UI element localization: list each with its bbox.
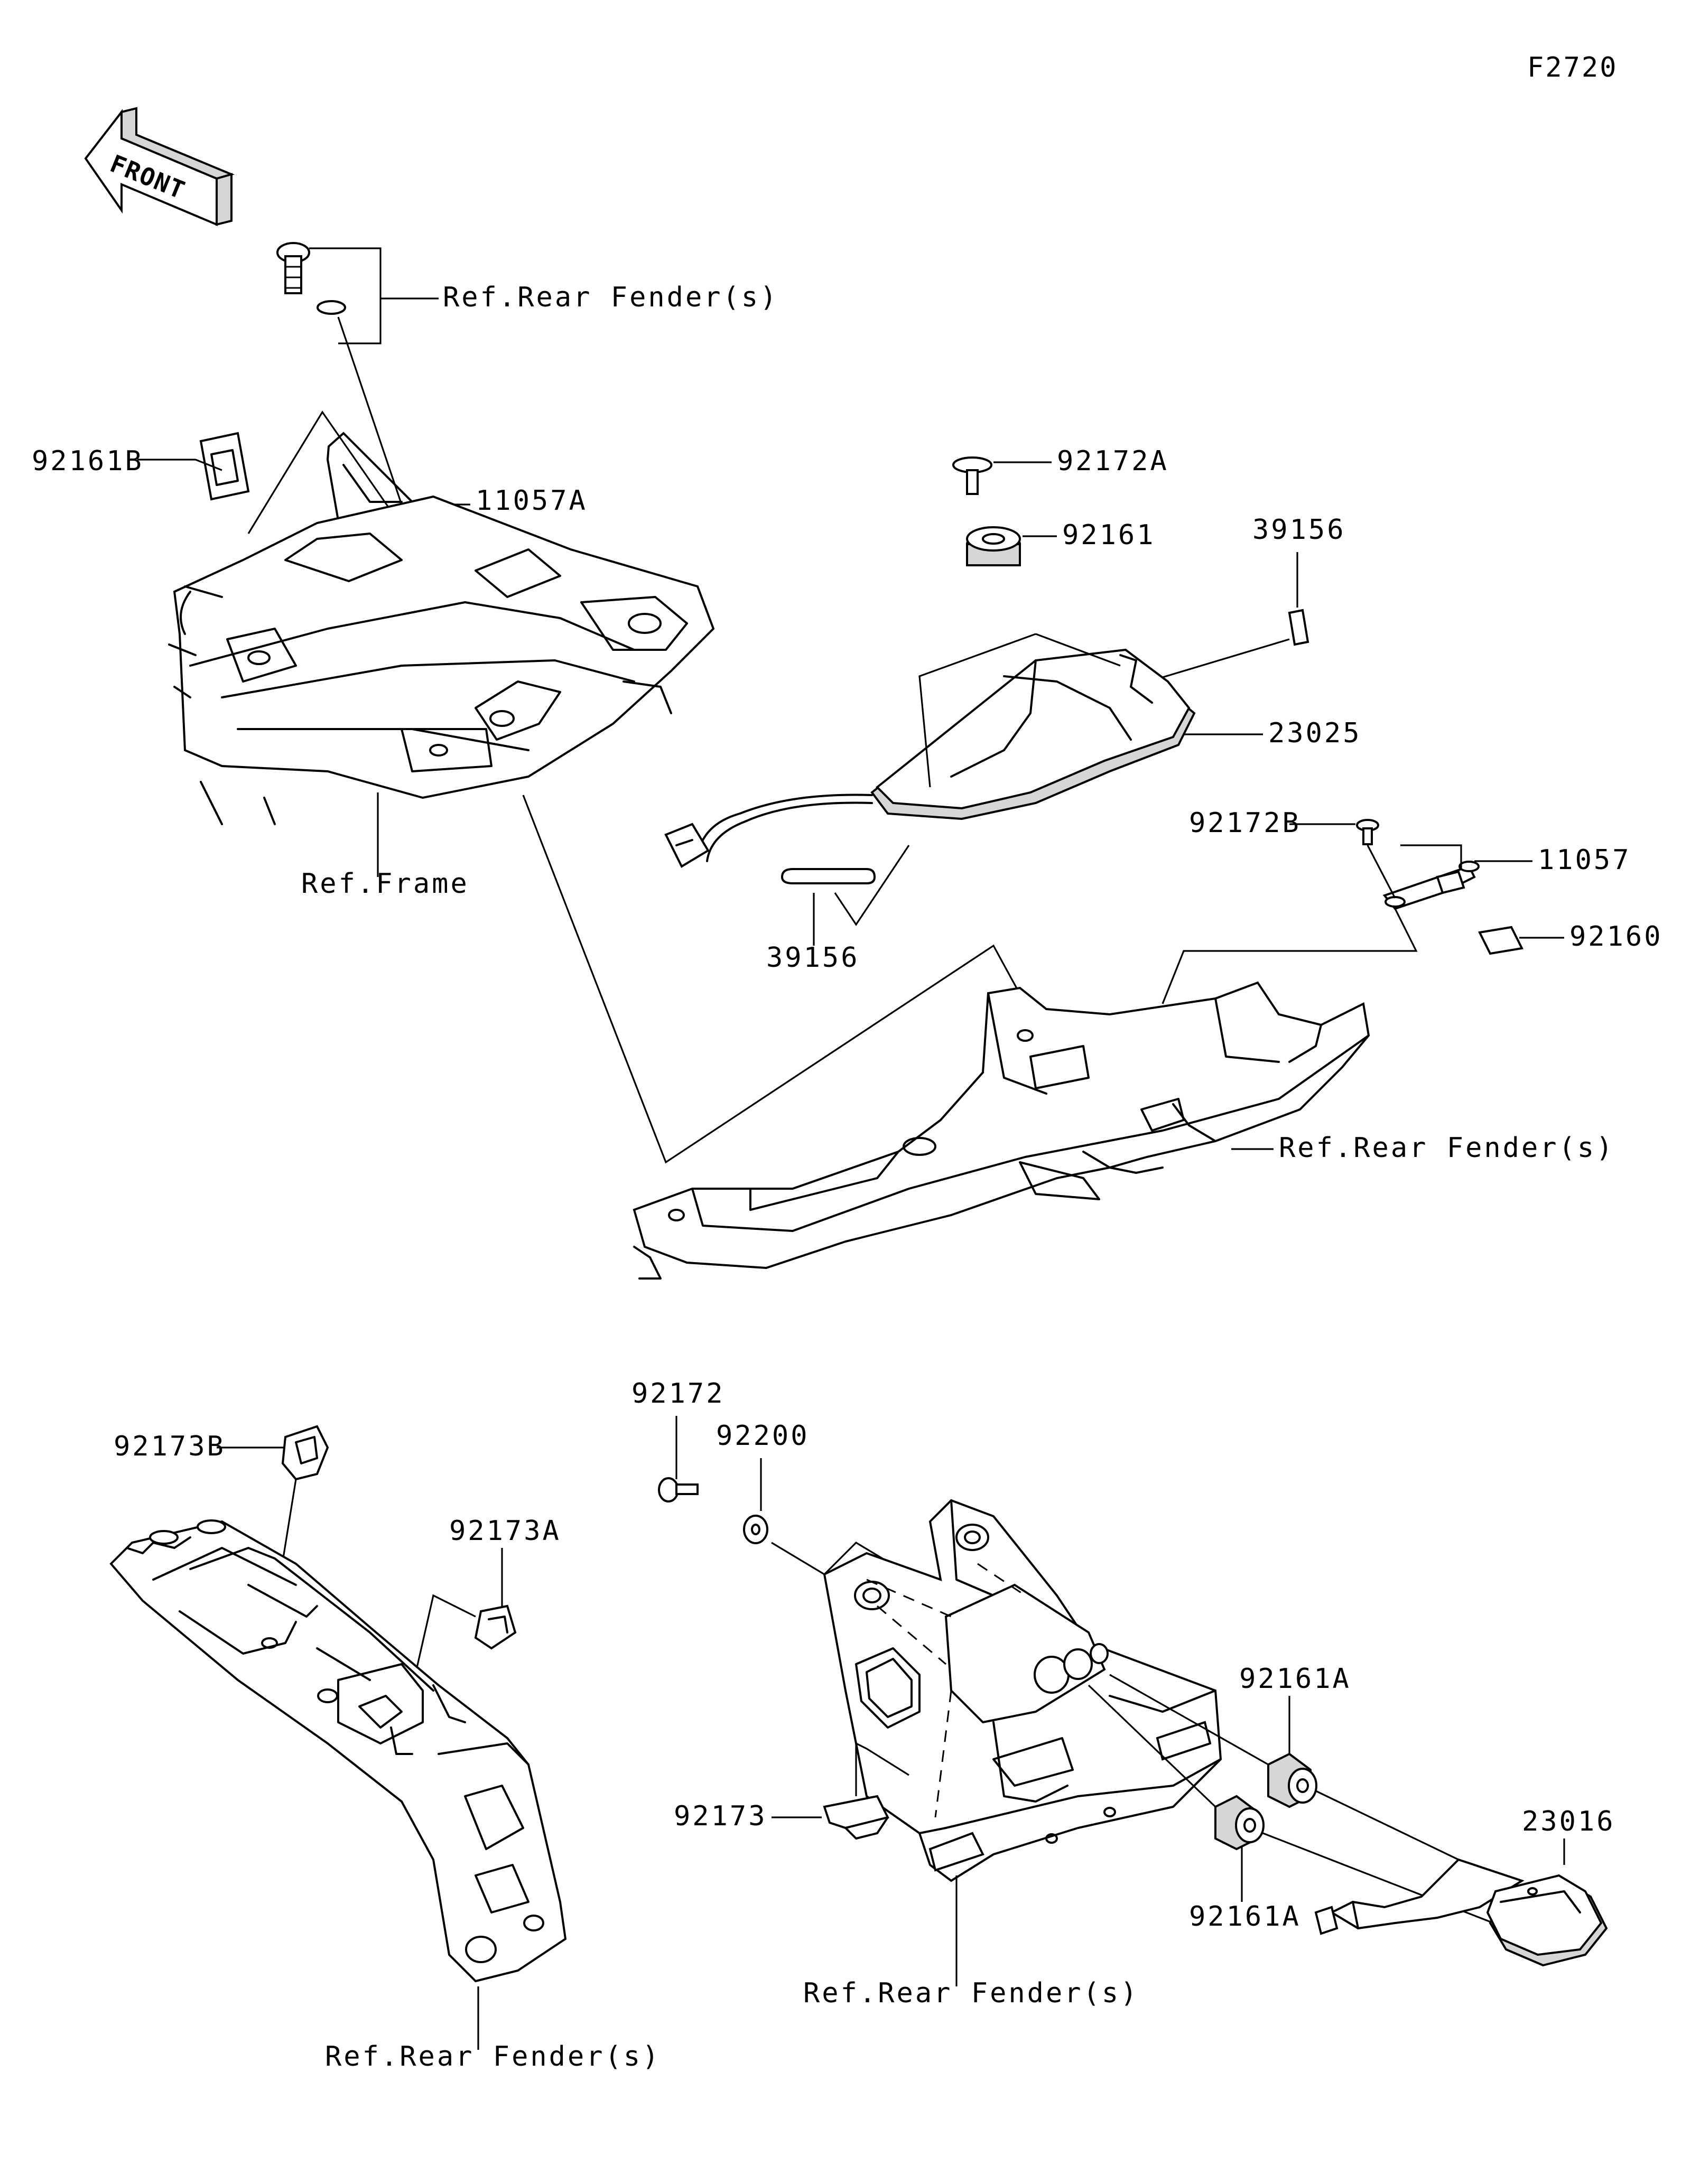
label-92172: 92172 — [631, 1378, 725, 1410]
clip-92173-icon — [823, 1795, 889, 1840]
label-ref-rear-fender-1: Ref.Rear Fender(s) — [443, 282, 779, 313]
grommet-92161-icon — [966, 526, 1021, 566]
label-39156-top: 39156 — [1252, 514, 1346, 546]
harness-23025-icon — [664, 648, 1196, 868]
washer-icon — [317, 300, 346, 315]
label-92173: 92173 — [674, 1800, 767, 1832]
grommet-92161B-icon — [199, 432, 250, 501]
rear-fender-left-icon — [109, 1519, 567, 1983]
label-92160: 92160 — [1569, 921, 1663, 953]
label-92161B: 92161B — [32, 445, 144, 477]
label-92200: 92200 — [716, 1420, 810, 1452]
label-92172A: 92172A — [1057, 445, 1169, 477]
label-11057: 11057 — [1538, 844, 1631, 876]
label-ref-rear-fender-2: Ref.Rear Fender(s) — [1279, 1132, 1615, 1164]
pad-92160-icon — [1478, 926, 1523, 955]
label-ref-rear-fender-4: Ref.Rear Fender(s) — [803, 1977, 1139, 2009]
license-lamp-23016-icon — [1314, 1858, 1608, 1967]
grommet-92161A-bottom-icon — [1214, 1795, 1265, 1851]
frame-icon — [168, 495, 715, 825]
bracket-11057-icon — [1382, 861, 1480, 910]
label-39156-bottom: 39156 — [766, 942, 860, 974]
label-92173B: 92173B — [114, 1431, 226, 1462]
screw-92172B-icon — [1356, 819, 1379, 845]
washer-92200-icon — [743, 1515, 768, 1544]
label-ref-rear-fender-3: Ref.Rear Fender(s) — [325, 2041, 661, 2073]
label-92161: 92161 — [1062, 519, 1156, 551]
label-92161A-top: 92161A — [1239, 1663, 1351, 1695]
clip-92173B-icon — [281, 1425, 329, 1481]
rear-fender-upper-icon — [633, 981, 1370, 1280]
figure-id: F2720 — [1527, 52, 1618, 83]
label-ref-frame: Ref.Frame — [301, 868, 469, 900]
bolt-icon — [276, 242, 310, 294]
label-92161A-bottom: 92161A — [1189, 1901, 1301, 1933]
license-bracket-icon — [823, 1499, 1222, 1882]
front-arrow-icon: FRONT — [84, 107, 235, 227]
grommet-92161A-top-icon — [1267, 1752, 1317, 1808]
pad-39156-icon — [1288, 609, 1309, 646]
label-92172B: 92172B — [1189, 807, 1301, 839]
label-11057A: 11057A — [476, 485, 588, 517]
screw-92172-icon — [658, 1477, 699, 1502]
label-23025: 23025 — [1268, 717, 1362, 749]
screw-92172A-icon — [952, 456, 992, 495]
strip-39156-icon — [781, 868, 876, 884]
label-23016: 23016 — [1522, 1806, 1615, 1837]
label-92173A: 92173A — [449, 1515, 561, 1547]
clip-92173A-icon — [474, 1604, 517, 1650]
